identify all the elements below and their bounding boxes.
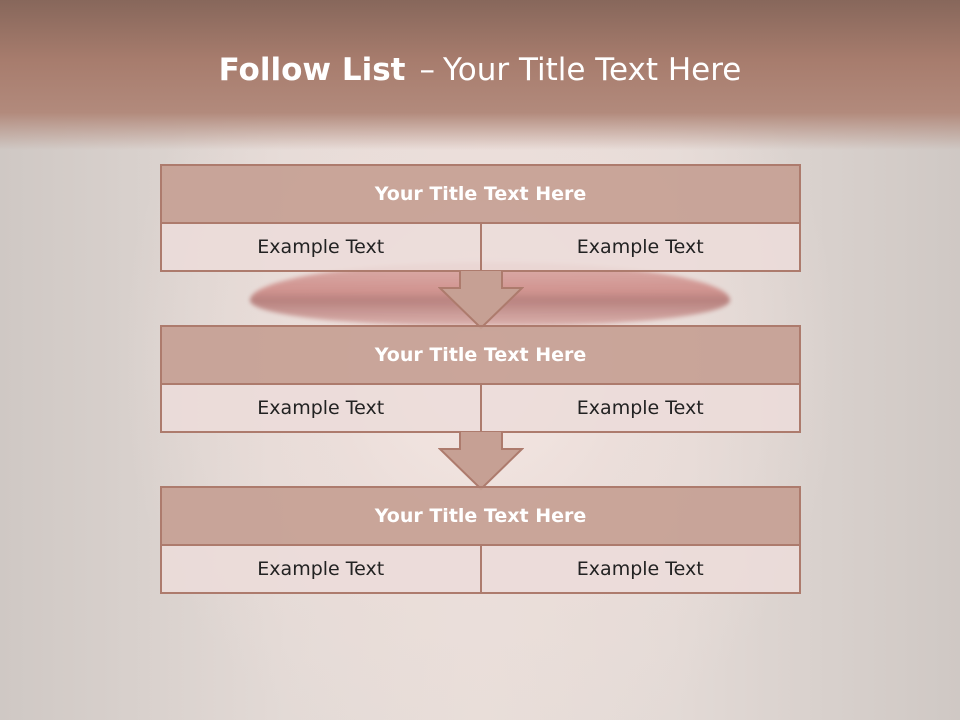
list-block-1: Your Title Text Here Example Text Exampl… <box>160 164 801 272</box>
block-cell-left: Example Text <box>162 546 480 592</box>
header-band <box>0 0 960 150</box>
block-title: Your Title Text Here <box>162 327 799 385</box>
block-cell-left: Example Text <box>162 385 480 431</box>
block-title: Your Title Text Here <box>162 488 799 546</box>
list-block-3: Your Title Text Here Example Text Exampl… <box>160 486 801 594</box>
block-cell-right: Example Text <box>479 385 799 431</box>
list-block-2: Your Title Text Here Example Text Exampl… <box>160 325 801 433</box>
block-cell-right: Example Text <box>479 224 799 270</box>
block-cell-left: Example Text <box>162 224 480 270</box>
down-arrow-icon <box>438 431 524 491</box>
block-row: Example Text Example Text <box>162 546 799 592</box>
block-cell-right: Example Text <box>479 546 799 592</box>
down-arrow-icon <box>438 270 524 330</box>
slide-title: Follow List–Your Title Text Here <box>0 52 960 88</box>
slide-title-rest: Your Title Text Here <box>442 52 742 88</box>
slide-title-separator: – <box>419 52 435 88</box>
slide-title-bold: Follow List <box>218 52 406 88</box>
block-row: Example Text Example Text <box>162 224 799 270</box>
block-title: Your Title Text Here <box>162 166 799 224</box>
block-row: Example Text Example Text <box>162 385 799 431</box>
